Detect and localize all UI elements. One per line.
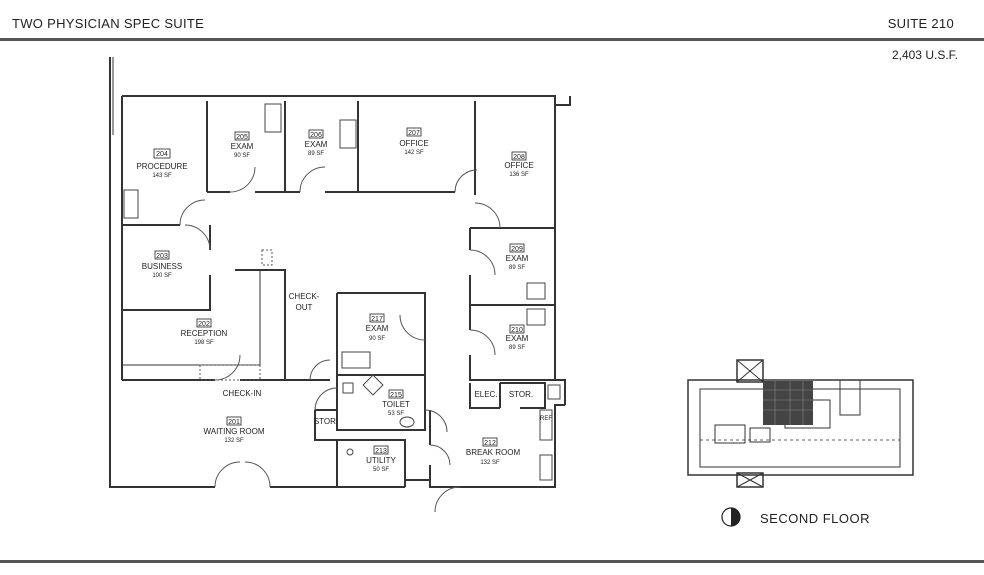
svg-text:143 SF: 143 SF [152, 173, 172, 179]
svg-text:EXAM: EXAM [231, 142, 254, 151]
svg-text:202: 202 [198, 321, 210, 328]
checkout-label: CHECK- [289, 292, 320, 301]
sink-icon [339, 119, 357, 149]
svg-text:215: 215 [390, 392, 402, 399]
svg-text:213: 213 [375, 448, 387, 455]
checkout-label: OUT [296, 303, 313, 312]
svg-text:WAITING ROOM: WAITING ROOM [203, 427, 264, 436]
room-209: 209 EXAM 89 SF [506, 243, 529, 271]
svg-text:BUSINESS: BUSINESS [142, 262, 182, 271]
room-203: 203 BUSINESS 100 SF [142, 250, 182, 279]
svg-text:OFFICE: OFFICE [504, 161, 533, 170]
refrigerator-icon [539, 409, 553, 441]
svg-text:UTILITY: UTILITY [366, 456, 396, 465]
room-208: 208 OFFICE 136 SF [504, 151, 534, 178]
svg-text:212: 212 [484, 440, 496, 447]
suite-number: SUITE 210 [887, 16, 954, 31]
sink-icon [526, 282, 546, 300]
svg-text:204: 204 [156, 151, 168, 158]
svg-text:206: 206 [310, 132, 322, 139]
column-icon [547, 384, 561, 400]
room-217: 217 EXAM 90 SF [366, 313, 389, 342]
svg-text:132 SF: 132 SF [224, 438, 244, 444]
room-213: 213 UTILITY 50 SF [366, 445, 397, 473]
north-arrow-icon [721, 507, 741, 527]
svg-text:201: 201 [228, 419, 240, 426]
svg-text:209: 209 [511, 246, 523, 253]
svg-text:BREAK ROOM: BREAK ROOM [466, 448, 521, 457]
svg-text:217: 217 [371, 316, 383, 323]
svg-text:142 SF: 142 SF [404, 150, 424, 156]
room-205: 205 EXAM 90 SF [231, 131, 254, 159]
svg-text:132 SF: 132 SF [480, 460, 500, 466]
svg-text:53 SF: 53 SF [388, 411, 404, 417]
room-204: 204 PROCEDURE 143 SF [136, 148, 188, 179]
svg-text:89 SF: 89 SF [509, 345, 525, 351]
floor-label: SECOND FLOOR [760, 511, 871, 526]
storage-label: STOR. [314, 417, 338, 426]
room-206: 206 EXAM 89 SF [305, 129, 328, 157]
svg-text:203: 203 [156, 253, 168, 260]
sink-icon [526, 308, 546, 326]
svg-text:198 SF: 198 SF [194, 340, 214, 346]
svg-text:89 SF: 89 SF [509, 265, 525, 271]
room-212: 212 BREAK ROOM 132 SF [466, 437, 521, 466]
room-215: 215 TOILET 53 SF [382, 389, 410, 417]
exterior-wall-east [554, 105, 566, 405]
counter-icon [539, 454, 553, 481]
room-202: 202 RECEPTION 198 SF [181, 318, 228, 346]
room-210: 210 EXAM 89 SF [506, 324, 529, 351]
checkin-label: CHECK-IN [223, 389, 262, 398]
toilet-icon [399, 416, 415, 428]
svg-text:89 SF: 89 SF [308, 151, 324, 157]
svg-text:TOILET: TOILET [382, 400, 410, 409]
exterior-wall-north [122, 95, 571, 106]
svg-text:207: 207 [408, 130, 420, 137]
top-rule [0, 38, 984, 41]
svg-text:EXAM: EXAM [366, 324, 389, 333]
svg-text:EXAM: EXAM [506, 254, 529, 263]
sink-icon [341, 351, 371, 369]
svg-text:100 SF: 100 SF [152, 273, 172, 279]
svg-text:EXAM: EXAM [506, 334, 529, 343]
page-title: TWO PHYSICIAN SPEC SUITE [12, 16, 205, 31]
svg-text:OFFICE: OFFICE [399, 139, 428, 148]
svg-text:205: 205 [236, 134, 248, 141]
usable-area: 2,403 U.S.F. [891, 48, 958, 62]
key-plan-stair [736, 359, 764, 383]
svg-text:RECEPTION: RECEPTION [181, 329, 228, 338]
svg-text:PROCEDURE: PROCEDURE [136, 162, 187, 171]
sink-icon [123, 189, 139, 219]
utility-sink-icon [346, 448, 354, 456]
room-207: 207 OFFICE 142 SF [399, 127, 429, 156]
door-swing [179, 199, 206, 226]
bottom-rule [0, 560, 984, 563]
exterior-wall-west [109, 57, 325, 488]
svg-text:136 SF: 136 SF [509, 172, 529, 178]
electrical-label: ELEC. [474, 390, 497, 399]
svg-text:210: 210 [511, 327, 523, 334]
svg-text:50 SF: 50 SF [373, 467, 389, 473]
storage-label: STOR. [509, 390, 533, 399]
svg-text:208: 208 [513, 154, 525, 161]
sink-icon [362, 374, 384, 396]
svg-text:EXAM: EXAM [305, 140, 328, 149]
refrigerator-label: REF [540, 416, 552, 422]
svg-text:90 SF: 90 SF [369, 336, 385, 342]
svg-text:90 SF: 90 SF [234, 153, 250, 159]
sink-icon [264, 103, 282, 133]
key-plan-suite-highlight [763, 381, 813, 425]
room-201: 201 WAITING ROOM 132 SF [203, 416, 265, 444]
exterior-wall-se [460, 404, 565, 488]
